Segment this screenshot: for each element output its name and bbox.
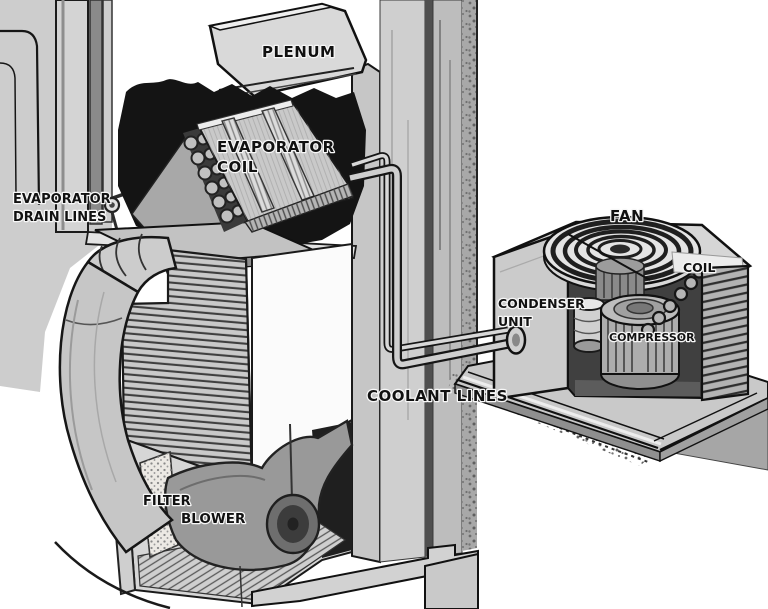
house-wall-section [351, 0, 478, 564]
plenum-label: PLENUM [262, 43, 335, 61]
fan-label: FAN [610, 207, 644, 225]
compressor-label: COMPRESSOR [609, 331, 695, 344]
floor-opening-curve [54, 541, 171, 609]
drain-riser-pipes [55, 0, 137, 233]
fan-motor [595, 257, 645, 301]
floor-and-sill [54, 541, 479, 609]
filter-label: FILTER [143, 494, 191, 509]
blower-label: BLOWER [181, 511, 246, 527]
evaporator-coil-label-line2: COIL [217, 158, 258, 176]
condenser-fan [542, 215, 702, 292]
coil-tube-bends [183, 132, 245, 224]
coolant-line-flange [505, 325, 527, 355]
coolant-lines-pipes [348, 152, 527, 370]
condenser-unit-label-line2: UNIT [498, 314, 532, 329]
condenser-coil-fins [700, 264, 750, 402]
blower-assembly [163, 419, 354, 572]
blower-hanger-rod [289, 423, 293, 501]
coil-divider-strips [221, 107, 315, 213]
plenum-duct [207, 2, 368, 98]
condenser-unit-label-line1: CONDENSER [498, 296, 585, 311]
evaporator-coil [94, 99, 355, 274]
evaporator-coil-label-line1: EVAPORATOR [217, 138, 335, 156]
coil-label: COIL [683, 260, 715, 275]
coolant-lines-label: COOLANT LINES [367, 387, 508, 405]
drain-lines-label-line2: DRAIN LINES [13, 210, 106, 225]
drain-pipe [58, 233, 178, 554]
labels: PLENUM EVAPORATOR COIL EVAPORATOR DRAIN … [12, 42, 717, 529]
air-handler-unit [120, 242, 353, 487]
condenser-unit [491, 215, 753, 402]
drain-lines-label-line1: EVAPORATOR [13, 192, 111, 207]
